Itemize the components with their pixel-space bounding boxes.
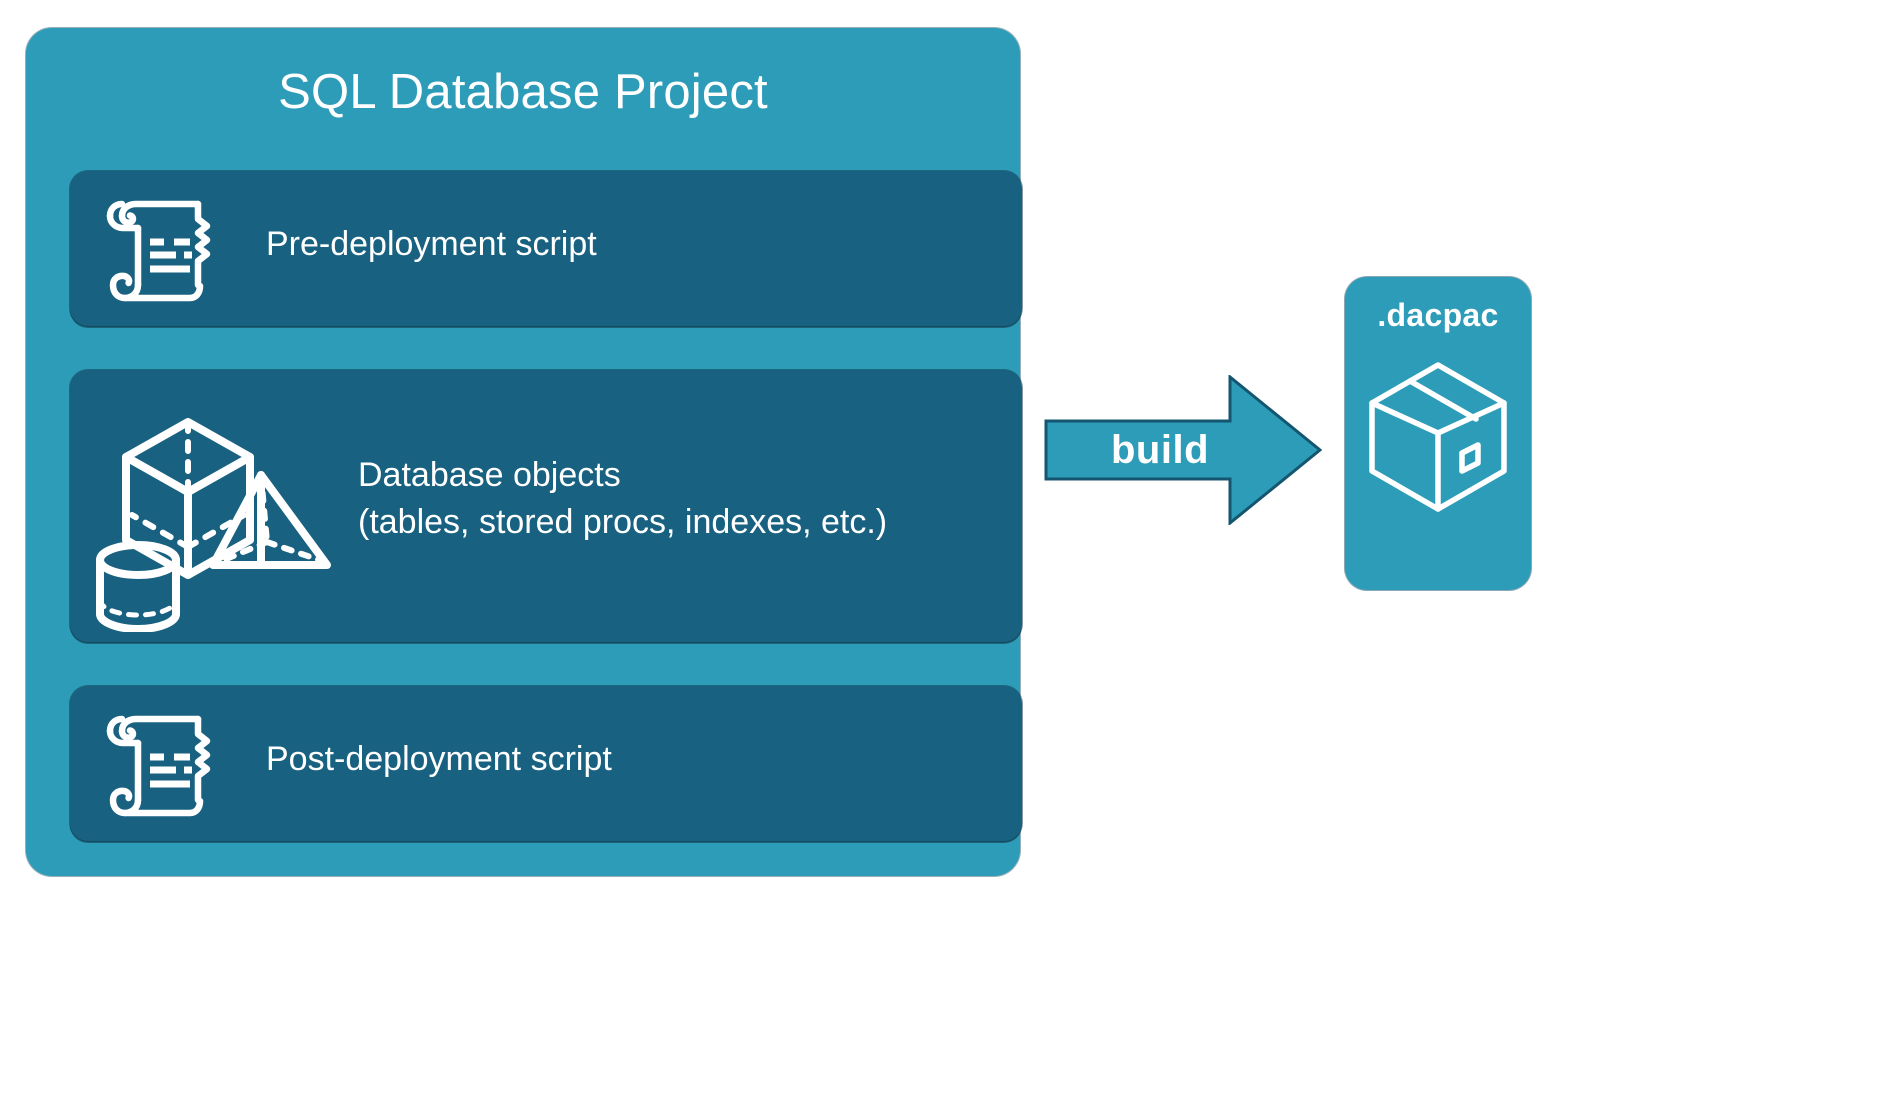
dacpac-output-card[interactable]: .dacpac [1345, 277, 1531, 590]
page-title: SQL Database Project [278, 65, 768, 119]
card-post-deployment-label: Post-deployment script [266, 740, 612, 778]
cylinder-shape [96, 541, 180, 633]
scroll-icon [86, 197, 226, 302]
card-pre-deployment[interactable]: Pre-deployment script [70, 171, 1022, 326]
arrow-right-icon [1044, 373, 1323, 527]
card-database-objects[interactable]: Database objects (tables, stored procs, … [70, 370, 1022, 642]
dacpac-title-label: .dacpac [1377, 297, 1499, 333]
cube-shape [122, 418, 254, 579]
scroll-icon [86, 712, 226, 817]
card-database-objects-label: Database objects (tables, stored procs, … [358, 456, 888, 541]
pyramid-shape [209, 471, 331, 569]
card-post-deployment[interactable]: Post-deployment script [70, 686, 1022, 841]
sql-database-project-container: SQL Database Project [26, 28, 1022, 876]
package-box-icon [1366, 361, 1510, 513]
card-pre-deployment-label: Pre-deployment script [266, 225, 597, 263]
shapes-icon [80, 382, 340, 633]
